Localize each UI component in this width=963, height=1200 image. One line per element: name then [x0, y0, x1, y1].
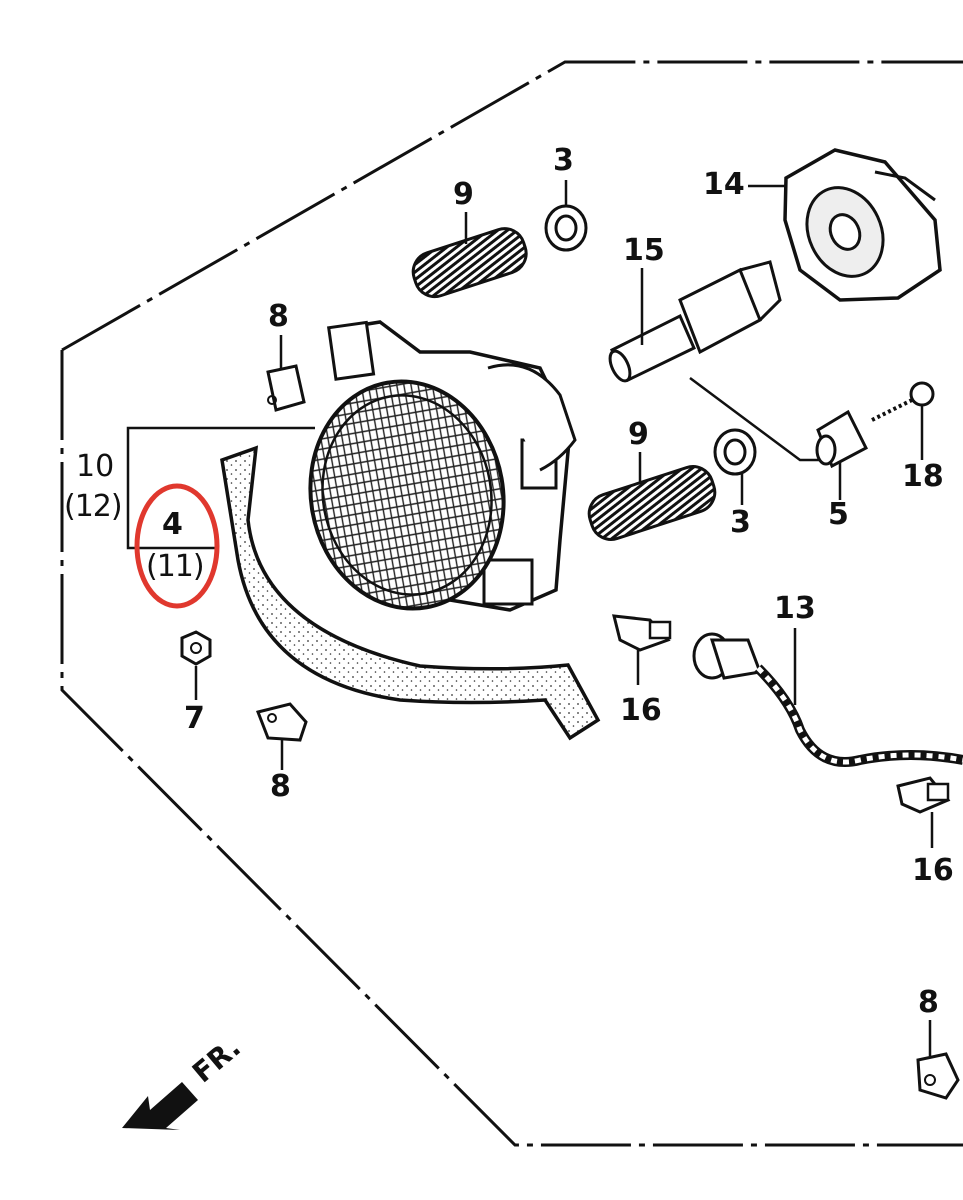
- grommet-upper: [544, 204, 588, 252]
- front-arrow-icon: [122, 1082, 198, 1130]
- grommet-lower: [713, 428, 757, 476]
- spring-lower: [587, 465, 717, 541]
- trim-strip: [220, 445, 601, 741]
- nut-7: [180, 630, 212, 666]
- callout-9-lower: 9: [628, 417, 649, 452]
- callout-3-upper: 3: [553, 143, 574, 178]
- bracket-line: [126, 426, 315, 550]
- socket-cover: [783, 148, 942, 302]
- callout-8-lower-right: 8: [918, 985, 939, 1020]
- callout-15: 15: [623, 233, 665, 268]
- callout-9-upper: 9: [453, 177, 474, 212]
- frame-border: [60, 60, 963, 1147]
- callout-18: 18: [902, 459, 944, 494]
- callout-8-lower-left: 8: [270, 769, 291, 804]
- screw: [871, 381, 935, 422]
- position-bulb-upper: [612, 614, 672, 652]
- callout-12: (12): [64, 489, 123, 524]
- callout-16-middle: 16: [620, 693, 662, 728]
- callout-3-lower: 3: [730, 505, 751, 540]
- nut-upper: [266, 364, 306, 412]
- callout-10: 10: [76, 449, 115, 484]
- nut-lower-left: [255, 702, 308, 742]
- callout-8-upper: 8: [268, 299, 289, 334]
- headlight-unit: [308, 320, 577, 612]
- bulb-socket: [815, 409, 868, 469]
- callout-7: 7: [184, 701, 205, 736]
- callout-11: (11): [146, 549, 205, 584]
- highlight-circle: [134, 483, 220, 609]
- callout-5: 5: [828, 497, 849, 532]
- callout-13: 13: [774, 591, 816, 626]
- spring-upper: [411, 227, 528, 299]
- headlight-bulb: [608, 260, 782, 383]
- position-bulb-lower: [896, 776, 951, 814]
- nut-lower-right: [916, 1052, 960, 1100]
- socket-harness: [692, 632, 963, 767]
- callout-4: 4: [162, 507, 183, 542]
- callout-16-right: 16: [912, 853, 954, 888]
- callout-14: 14: [703, 167, 745, 202]
